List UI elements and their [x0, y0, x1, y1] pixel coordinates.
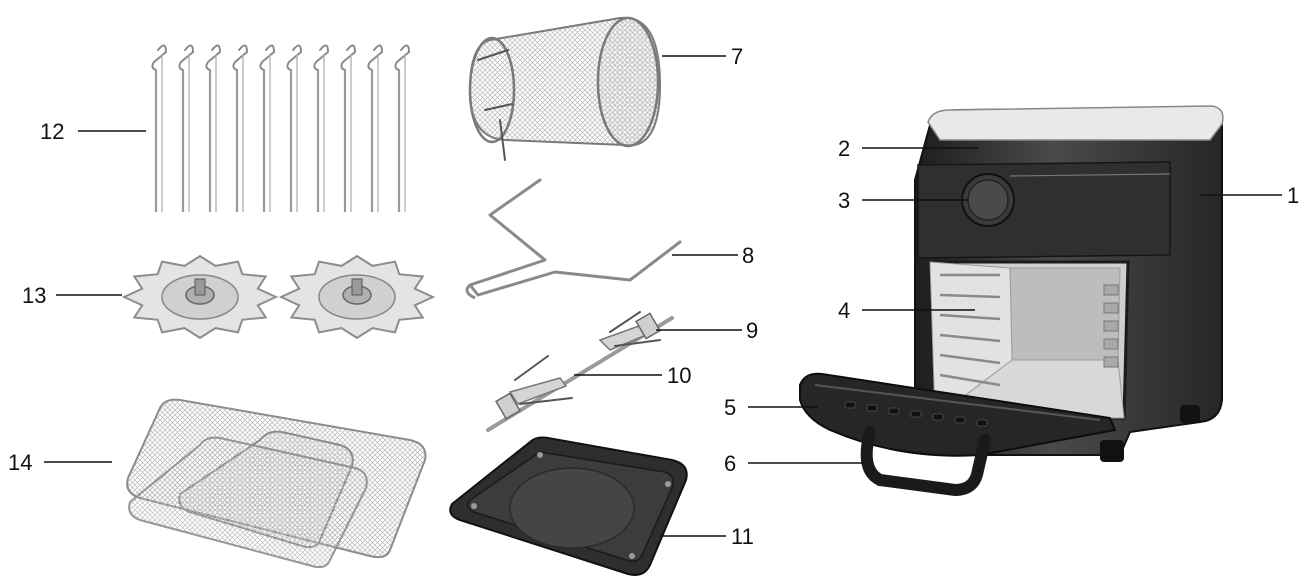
skewers-illustration	[151, 44, 411, 212]
label-7: 7	[731, 44, 743, 69]
label-14: 14	[8, 450, 32, 475]
label-10: 10	[667, 363, 691, 388]
label-3: 3	[838, 188, 850, 213]
label-6: 6	[724, 451, 736, 476]
mesh-racks-illustration	[126, 398, 427, 569]
skewer	[394, 44, 411, 212]
skewer-wheels-illustration	[121, 254, 436, 340]
skewer	[151, 44, 168, 212]
drip-tray-illustration	[449, 436, 688, 576]
label-13: 13	[22, 283, 46, 308]
label-4: 4	[838, 298, 850, 323]
skewer	[205, 44, 222, 212]
air-fryer-illustration	[799, 105, 1224, 497]
label-1: 1	[1287, 183, 1299, 208]
removal-tool-illustration	[465, 178, 682, 300]
skewer	[340, 44, 357, 212]
skewer	[232, 44, 249, 212]
callouts: 1 2 3 4 5 6 7 8 9 10 11 12 13 14	[8, 44, 1299, 549]
rotisserie-set-illustration	[486, 311, 674, 432]
skewer	[178, 44, 195, 212]
label-11: 11	[731, 524, 754, 549]
label-5: 5	[724, 395, 736, 420]
skewer	[313, 44, 330, 212]
skewer	[259, 44, 276, 212]
rotisserie-basket-illustration	[468, 16, 662, 161]
label-12: 12	[40, 119, 64, 144]
label-2: 2	[838, 136, 850, 161]
skewer	[286, 44, 303, 212]
label-9: 9	[746, 318, 758, 343]
skewer	[367, 44, 384, 212]
label-8: 8	[742, 243, 754, 268]
